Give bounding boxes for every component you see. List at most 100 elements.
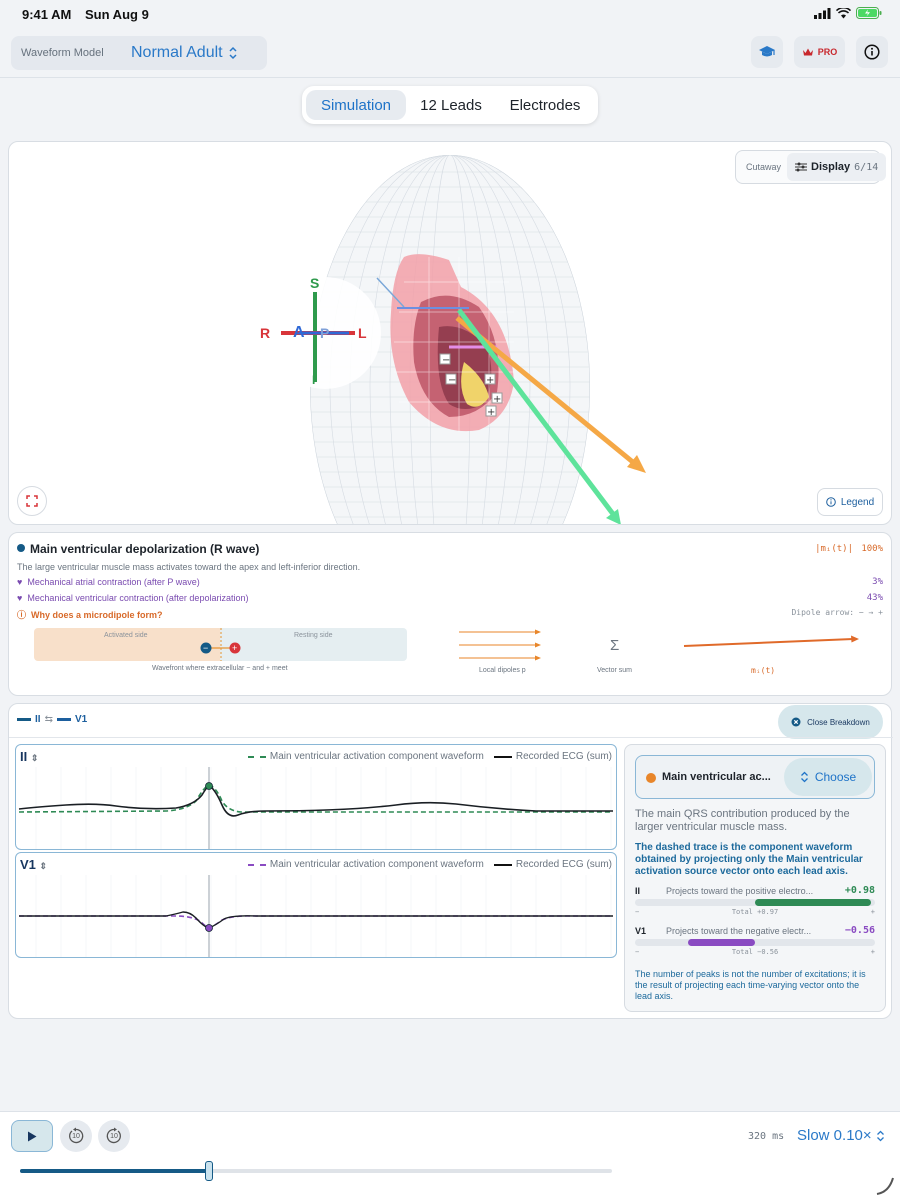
lead-ii-selector[interactable]: II ⇕ [20, 749, 39, 764]
app-header: Waveform Model Normal Adult PRO [0, 28, 900, 78]
waveform-model-value: Normal Adult [131, 44, 223, 61]
timeline-track[interactable] [20, 1161, 612, 1181]
lead-ii-title: II [20, 749, 28, 764]
component-subtitle: The main QRS contribution produced by th… [635, 808, 850, 833]
svg-text:+: + [486, 375, 494, 386]
projection-ii-total: +0.97 [757, 908, 779, 916]
wifi-icon [836, 7, 851, 18]
component-detail-card: Main ventricular ac... Choose The main Q… [624, 744, 886, 1012]
play-button[interactable] [11, 1120, 53, 1152]
tab-12-leads[interactable]: 12 Leads [408, 90, 494, 120]
timeline-scrubber[interactable] [205, 1161, 214, 1181]
component-picker[interactable]: Main ventricular ac... Choose [635, 755, 875, 799]
lead-ii-ecg-legend: Recorded ECG (sum) [515, 751, 612, 762]
orientation-posterior: P [320, 325, 330, 341]
battery-icon [856, 7, 882, 19]
svg-text:−: − [442, 355, 450, 366]
component-color-dot [646, 773, 656, 783]
lead-v1-title: V1 [20, 857, 36, 872]
activated-side-region [34, 628, 220, 661]
speed-selector[interactable]: Slow 0.10× [797, 1127, 885, 1144]
close-breakdown-button[interactable]: Close Breakdown [778, 705, 883, 739]
info-button[interactable] [856, 36, 888, 68]
atrial-label: Mechanical atrial contraction (after P w… [27, 577, 200, 587]
updown-chevron-icon [876, 1130, 884, 1141]
mechanical-atrial-row: ♥ Mechanical atrial contraction (after P… [17, 577, 883, 587]
waveform-model-selector[interactable]: Waveform Model Normal Adult [11, 36, 267, 70]
wavefront-caption: Wavefront where extracellular − and + me… [152, 665, 288, 672]
projection-ii-bar [635, 899, 875, 906]
choose-button[interactable]: Choose [784, 758, 872, 796]
sliders-icon [795, 162, 808, 172]
skip-back-label: 10 [72, 1132, 80, 1140]
lead-v1-ecg-legend: Recorded ECG (sum) [515, 859, 612, 870]
component-info-panel: Main ventricular depolarization (R wave)… [8, 532, 892, 696]
lead-v1-selector[interactable]: V1 ⇕ [20, 857, 48, 872]
rewind-10-icon [69, 1127, 84, 1144]
signal-icon [814, 7, 831, 19]
timeline-progress [20, 1169, 210, 1173]
result-caption: mᵢ(t) [751, 666, 776, 675]
component-status-dot [17, 544, 25, 552]
lead-ii-component-legend: Main ventricular activation component wa… [269, 751, 484, 762]
tab-simulation[interactable]: Simulation [306, 90, 406, 120]
graduation-cap-icon [759, 46, 775, 57]
component-title: Main ventricular depolarization (R wave) [30, 542, 260, 556]
heart-3d-viewer[interactable]: − − + + + S R A P L I Cutaway Display 6/… [8, 141, 892, 525]
close-circle-icon [791, 717, 801, 727]
sigma-symbol: Σ [610, 637, 620, 654]
vector-sum-caption: Vector sum [597, 667, 633, 674]
projection-v1-lead: V1 [635, 925, 647, 936]
updown-chevron-icon [800, 771, 808, 783]
dipole-arrow-label: Dipole arrow: − → + [791, 608, 883, 617]
lead-ii-plot[interactable]: II ⇕ Main ventricular activation compone… [15, 744, 617, 850]
orientation-widget[interactable] [269, 277, 381, 389]
swap-icon[interactable]: ⇆ [44, 714, 53, 725]
lead-ii-waveform [18, 767, 613, 849]
projection-ii-minus: − [635, 908, 640, 916]
cutaway-toggle[interactable]: Cutaway [746, 162, 782, 172]
dipole-arrows [455, 308, 646, 524]
orientation-right: R [260, 325, 271, 341]
resultant-vector [683, 635, 859, 647]
fullscreen-button[interactable] [17, 486, 47, 516]
lead-pair-indicator[interactable]: II ⇆ V1 [17, 714, 87, 725]
lead-b-label: V1 [74, 714, 88, 725]
lead-ii-legend: Main ventricular activation component wa… [247, 751, 612, 762]
view-tabs: Simulation 12 Leads Electrodes [302, 86, 598, 124]
skip-forward-label: 10 [110, 1132, 118, 1140]
resize-handle-icon[interactable] [874, 1175, 896, 1197]
display-button[interactable]: Display 6/14 [787, 153, 887, 181]
activated-side-label: Activated side [104, 632, 148, 639]
speed-label: Slow 0.10× [797, 1127, 872, 1144]
skip-back-button[interactable]: 10 [60, 1120, 92, 1152]
lead-ii-projection: II Projects toward the positive electro.… [635, 885, 875, 916]
close-breakdown-label: Close Breakdown [807, 717, 870, 727]
lead-v1-legend: Main ventricular activation component wa… [247, 859, 612, 870]
pro-button[interactable]: PRO [794, 36, 845, 68]
projection-v1-text: Projects toward the negative electr... [666, 925, 812, 936]
atrial-value: 3% [872, 577, 883, 587]
lead-v1-projection: V1 Projects toward the negative electr..… [635, 925, 875, 956]
time-readout: 320 ms [748, 1131, 785, 1142]
status-date: Sun Aug 9 [85, 7, 149, 22]
skip-forward-button[interactable]: 10 [98, 1120, 130, 1152]
learn-button[interactable] [751, 36, 783, 68]
svg-text:+: + [487, 407, 495, 418]
projection-v1-minus: − [635, 948, 640, 956]
tab-electrodes[interactable]: Electrodes [496, 90, 594, 120]
updown-chevron-icon [229, 46, 237, 60]
wavefront-dipole: − + [200, 628, 241, 661]
info-circle-icon [826, 497, 836, 507]
orientation-superior: S [310, 275, 320, 291]
peaks-footnote: The number of peaks is not the number of… [635, 969, 866, 1001]
tab-12-leads-label: 12 Leads [420, 96, 482, 114]
heart-model: − − + + + [376, 254, 514, 432]
legend-button[interactable]: Legend [817, 488, 883, 516]
lead-v1-plot[interactable]: V1 ⇕ Main ventricular activation compone… [15, 852, 617, 958]
component-picker-name: Main ventricular ac... [662, 771, 771, 783]
projection-ii-total-label: Total [731, 908, 753, 916]
resting-side-label: Resting side [294, 632, 333, 639]
why-microdipole-link[interactable]: ⓘ Why does a microdipole form? [17, 610, 163, 620]
play-icon [28, 1131, 37, 1141]
